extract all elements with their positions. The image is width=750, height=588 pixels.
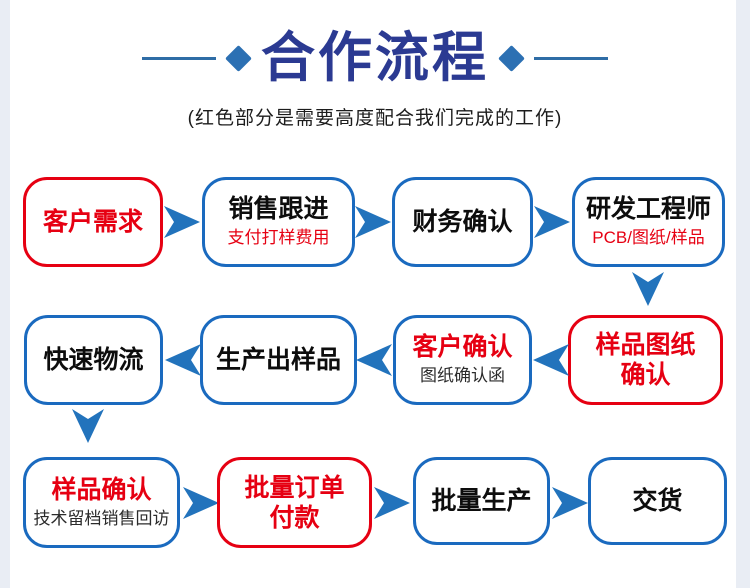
- node-bulk-order-payment: 批量订单 付款: [217, 457, 372, 548]
- node-subtext: 支付打样费用: [227, 228, 330, 248]
- flow-arrow-right-icon: [534, 206, 570, 238]
- subtitle-note: (红色部分是需要高度配合我们完成的工作): [187, 108, 563, 129]
- flow-arrow-down-icon: [72, 409, 104, 443]
- node-finance-confirm: 财务确认: [392, 177, 533, 267]
- page-title: 合作流程: [261, 28, 489, 88]
- node-customer-demand: 客户需求: [23, 177, 163, 267]
- title-line-left-icon: [142, 56, 216, 60]
- node-title: 财务确认: [412, 208, 513, 236]
- node-delivery: 交货: [588, 457, 727, 545]
- node-sales-followup: 销售跟进 支付打样费用: [202, 177, 355, 267]
- node-title: 快速物流: [43, 346, 144, 374]
- flow-arrow-right-icon: [552, 487, 588, 519]
- node-title: 生产出样品: [215, 346, 341, 374]
- title-row: 合作流程: [0, 26, 750, 90]
- flow-arrow-right-icon: [183, 487, 219, 519]
- node-title: 销售跟进: [228, 195, 329, 224]
- node-title: 客户确认: [412, 333, 513, 362]
- flow-arrow-left-icon: [165, 344, 201, 376]
- node-sample-drawing-confirm: 样品图纸 确认: [568, 315, 723, 405]
- flow-arrow-left-icon: [356, 344, 392, 376]
- flow-arrow-right-icon: [355, 206, 391, 238]
- node-customer-confirm: 客户确认 图纸确认函: [393, 315, 532, 405]
- title-diamond-left-icon: [225, 44, 252, 72]
- node-sample-confirm: 样品确认 技术留档销售回访: [23, 457, 180, 548]
- node-subtext: PCB/图纸/样品: [592, 228, 705, 248]
- header: 合作流程 (红色部分是需要高度配合我们完成的工作): [0, 0, 750, 130]
- node-title: 研发工程师: [585, 195, 711, 224]
- flow-arrow-down-icon: [632, 272, 664, 306]
- flow-arrow-left-icon: [533, 344, 569, 376]
- node-title: 交货: [632, 487, 683, 515]
- title-line-right-icon: [534, 56, 608, 60]
- node-title: 批量订单 付款: [244, 473, 345, 532]
- node-subtext: 技术留档销售回访: [33, 508, 170, 528]
- node-title: 批量生产: [431, 487, 532, 515]
- page-edge-strip-left: [0, 0, 10, 588]
- node-rd-engineer: 研发工程师 PCB/图纸/样品: [572, 177, 725, 267]
- title-diamond-right-icon: [498, 44, 525, 72]
- node-mass-production: 批量生产: [413, 457, 550, 545]
- flow-arrow-right-icon: [164, 206, 200, 238]
- node-subtext: 图纸确认函: [420, 366, 505, 386]
- node-title: 样品确认: [51, 475, 152, 504]
- node-fast-logistics: 快速物流: [24, 315, 163, 405]
- page-edge-strip-right: [736, 0, 750, 588]
- node-produce-sample: 生产出样品: [200, 315, 357, 405]
- node-title: 样品图纸 确认: [595, 331, 696, 389]
- node-title: 客户需求: [42, 208, 143, 236]
- flow-arrow-right-icon: [374, 487, 410, 519]
